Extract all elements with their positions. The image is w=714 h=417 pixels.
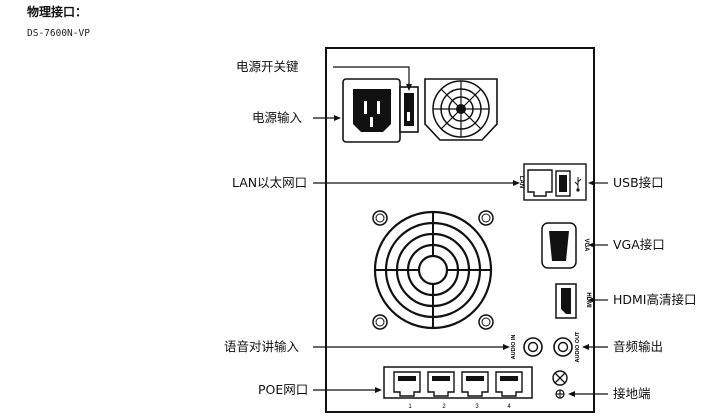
callout-power-input: 电源输入 [252, 110, 303, 125]
audio-out-label: AUDIO OUT [575, 331, 581, 363]
lan-port [527, 169, 553, 197]
callout-usb: USB接口 [613, 175, 664, 190]
callout-poe: POE网口 [258, 382, 309, 397]
usb-icon [574, 177, 582, 192]
leader-arrowheads [334, 84, 595, 397]
callout-audio-in: 语音对讲输入 [224, 339, 300, 354]
poe-number-1: 1 [408, 404, 412, 410]
vga-port: VGA [541, 222, 589, 269]
callout-ground: 接地端 [613, 386, 651, 401]
ground-terminal-icon [552, 370, 568, 399]
poe-number-4: 4 [507, 404, 511, 410]
poe-port-3 [461, 371, 489, 397]
audio-in-label: AUDIO IN [511, 335, 517, 360]
poe-ports: 1 2 3 4 [383, 366, 533, 410]
poe-port-2 [427, 371, 455, 397]
main-fan-icon [372, 210, 494, 330]
lan-port-label: LAN [518, 176, 524, 188]
page-heading: 物理接口： [27, 5, 88, 19]
callout-hdmi: HDMI高清接口 [613, 292, 697, 307]
hdmi-port: HDMI [555, 283, 591, 319]
callout-vga: VGA接口 [613, 237, 665, 252]
hdmi-port-label: HDMI [585, 292, 591, 308]
leader-power-switch [333, 66, 410, 87]
poe-number-2: 2 [442, 404, 446, 410]
poe-number-3: 3 [475, 404, 479, 410]
lan-usb-block: LAN [518, 163, 587, 201]
psu-fan-icon [424, 78, 498, 141]
callout-audio-out: 音频输出 [613, 339, 664, 354]
audio-in-jack: AUDIO IN [511, 335, 543, 360]
audio-out-jack: AUDIO OUT [553, 331, 581, 363]
model-name: DS-7600N-VP [27, 28, 90, 39]
leader-lines [313, 66, 608, 395]
poe-port-4 [495, 371, 523, 397]
power-socket-recess [353, 89, 391, 132]
poe-port-1 [393, 371, 421, 397]
power-module [342, 78, 498, 143]
callout-lan: LAN以太网口 [232, 175, 308, 190]
vga-port-label: VGA [583, 238, 589, 252]
callout-power-switch: 电源开关键 [236, 59, 299, 74]
